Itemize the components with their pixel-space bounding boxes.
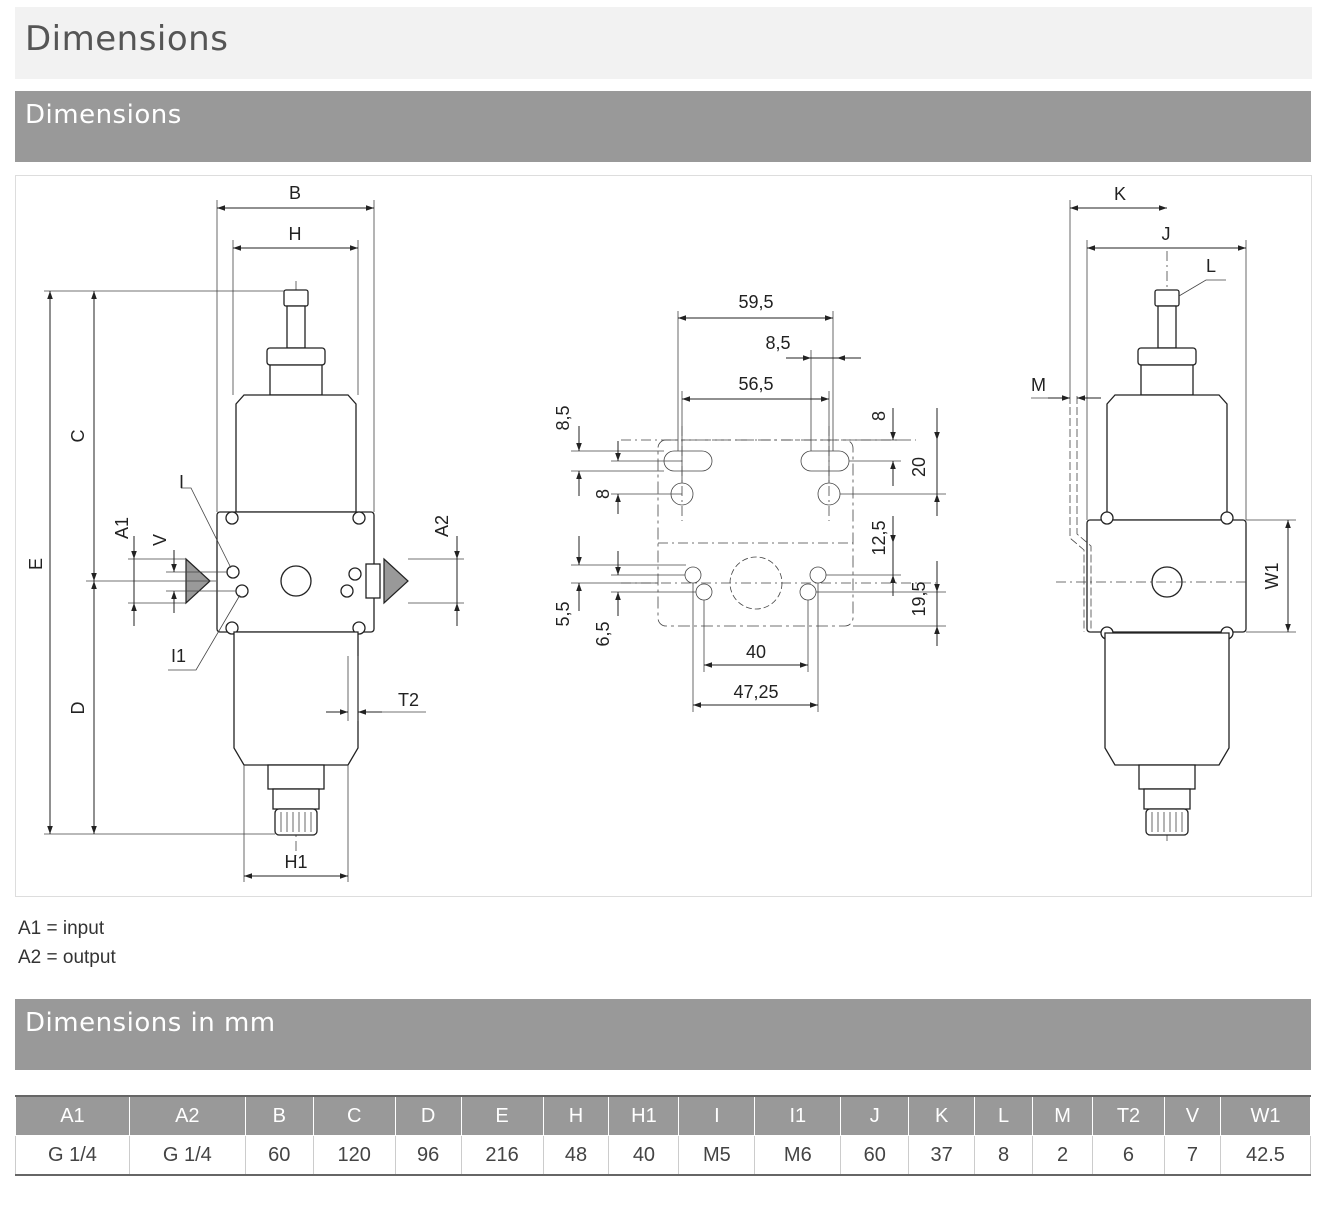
column-header: L <box>974 1095 1034 1136</box>
column-header: I1 <box>754 1095 842 1136</box>
column-header: B <box>244 1095 314 1136</box>
mounting-pattern-view: 59,5 8,5 56,5 8,5 8 <box>553 292 946 712</box>
column-header: C <box>312 1095 396 1136</box>
dim-label-A2: A2 <box>432 515 452 537</box>
table-cell: 216 <box>460 1135 544 1176</box>
legend: A1 = input A2 = output <box>18 914 116 972</box>
dim-label-19-5: 19,5 <box>909 581 929 616</box>
dimensions-table: A1 A2 B C D E H H1 I I1 J K L M T2 V W1 … <box>15 1095 1312 1176</box>
dim-label-B: B <box>289 183 301 203</box>
table-cell: 8 <box>974 1135 1034 1176</box>
column-header: D <box>394 1095 462 1136</box>
dim-label-J: J <box>1162 224 1171 244</box>
dim-label-E: E <box>26 558 46 570</box>
column-header: H1 <box>608 1095 680 1136</box>
page-header: Dimensions <box>15 7 1312 79</box>
dim-label-59-5: 59,5 <box>738 292 773 312</box>
column-header: T2 <box>1092 1095 1165 1136</box>
column-header: M <box>1032 1095 1094 1136</box>
dim-label-5-5: 5,5 <box>553 601 573 626</box>
dim-label-8-5-left: 8,5 <box>553 405 573 430</box>
table-cell: 60 <box>840 1135 910 1176</box>
dim-label-D: D <box>68 702 88 715</box>
table-cell: 60 <box>244 1135 314 1176</box>
legend-item-output: A2 = output <box>18 947 116 968</box>
dim-label-8-right: 8 <box>869 411 889 421</box>
table-header-row: A1 A2 B C D E H H1 I I1 J K L M T2 V W1 <box>15 1095 1312 1136</box>
column-header: W1 <box>1219 1095 1312 1136</box>
dim-label-T2: T2 <box>398 690 419 710</box>
table-cell: G 1/4 <box>128 1135 246 1176</box>
dim-label-H1: H1 <box>284 852 307 872</box>
legend-item-input: A1 = input <box>18 918 105 939</box>
table-cell: 6 <box>1092 1135 1165 1176</box>
column-header: A1 <box>15 1095 130 1136</box>
section-header-table: Dimensions in mm <box>15 999 1311 1070</box>
table-cell: M5 <box>678 1135 756 1176</box>
dim-label-M: M <box>1031 375 1046 395</box>
column-header: J <box>840 1095 910 1136</box>
dim-label-A1: A1 <box>112 517 132 539</box>
table-cell: 37 <box>908 1135 976 1176</box>
table-cell: M6 <box>754 1135 842 1176</box>
dim-label-12-5: 12,5 <box>869 520 889 555</box>
table-cell: 96 <box>394 1135 462 1176</box>
dim-label-8-5-top: 8,5 <box>765 333 790 353</box>
dimension-drawing-svg: B H E C D A1 V <box>26 183 1296 882</box>
dim-label-L: L <box>1206 256 1216 276</box>
dim-label-6-5: 6,5 <box>593 621 613 646</box>
page-title: Dimensions <box>25 19 229 59</box>
table-cell: 2 <box>1032 1135 1094 1176</box>
table-cell: 40 <box>608 1135 680 1176</box>
dim-label-H: H <box>289 224 302 244</box>
technical-drawing: B H E C D A1 V <box>15 175 1312 897</box>
section-title-table: Dimensions in mm <box>25 1008 276 1038</box>
column-header: V <box>1163 1095 1221 1136</box>
dim-label-8-left: 8 <box>593 489 613 499</box>
column-header: E <box>460 1095 544 1136</box>
dim-label-W1: W1 <box>1262 563 1282 590</box>
section-header-drawing: Dimensions <box>15 91 1311 162</box>
dim-label-56-5: 56,5 <box>738 374 773 394</box>
table-cell: 48 <box>542 1135 610 1176</box>
section-title-drawing: Dimensions <box>25 100 182 130</box>
table-row: G 1/4 G 1/4 60 120 96 216 48 40 M5 M6 60… <box>15 1135 1312 1176</box>
dim-label-K: K <box>1114 184 1126 204</box>
dim-label-I1: I1 <box>171 646 186 666</box>
column-header: H <box>542 1095 610 1136</box>
column-header: I <box>678 1095 756 1136</box>
table-cell: 7 <box>1163 1135 1221 1176</box>
side-view: K J L M W1 <box>1031 184 1296 841</box>
column-header: A2 <box>128 1095 246 1136</box>
table-cell: G 1/4 <box>15 1135 130 1176</box>
column-header: K <box>908 1095 976 1136</box>
dim-label-20: 20 <box>909 457 929 477</box>
dim-label-I: I <box>179 472 184 492</box>
dim-label-40: 40 <box>746 642 766 662</box>
dim-label-V: V <box>150 534 170 546</box>
table-cell: 42.5 <box>1219 1135 1312 1176</box>
table-cell: 120 <box>312 1135 396 1176</box>
front-view: B H E C D A1 V <box>26 183 464 882</box>
dim-label-47-25: 47,25 <box>733 682 778 702</box>
dim-label-C: C <box>68 430 88 443</box>
